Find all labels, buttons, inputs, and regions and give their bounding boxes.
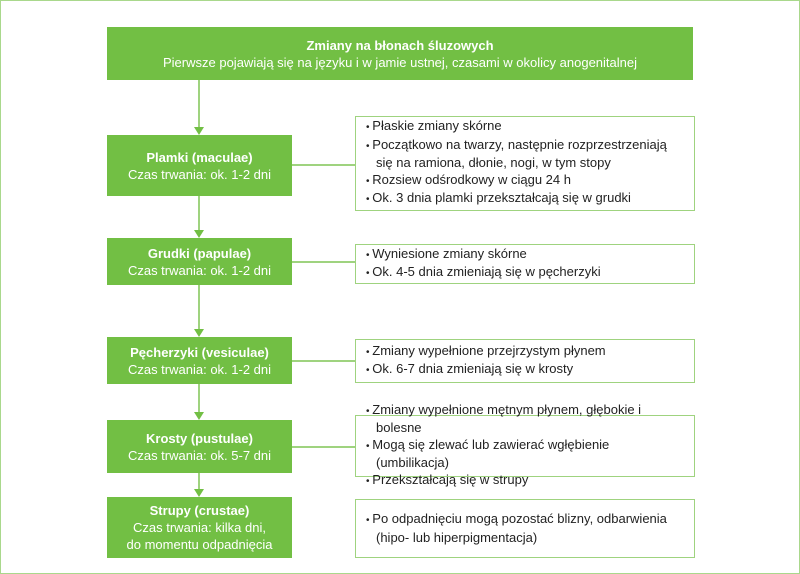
connector-line	[198, 384, 200, 412]
stage-title: Krosty (pustulae)	[146, 430, 253, 446]
arrow-down-icon	[194, 489, 204, 497]
connector-line	[198, 196, 200, 230]
connector-line	[292, 261, 355, 263]
mucosa-box: Zmiany na błonach śluzowych Pierwsze poj…	[107, 27, 693, 80]
connector-line	[292, 360, 355, 362]
mucosa-title: Zmiany na błonach śluzowych	[306, 37, 494, 53]
stage-box-plamki: Plamki (maculae) Czas trwania: ok. 1-2 d…	[107, 135, 292, 196]
detail-item: Zmiany wypełnione mętnym płynem, głęboki…	[366, 402, 684, 437]
detail-item: Ok. 6-7 dnia zmieniają się w krosty	[366, 361, 684, 380]
connector-line	[198, 80, 200, 128]
detail-item: Rozsiew odśrodkowy w ciągu 24 h	[366, 172, 684, 191]
stage-duration: do momentu odpadnięcia	[126, 537, 273, 552]
detail-item: Przekształcają się w strupy	[366, 472, 684, 491]
connector-line	[198, 285, 200, 329]
stage-duration: Czas trwania: ok. 1-2 dni	[127, 361, 272, 377]
detail-item: Po odpadnięciu mogą pozostać blizny, odb…	[366, 511, 684, 546]
stage-box-strupy: Strupy (crustae) Czas trwania: kilka dni…	[107, 497, 292, 558]
stage-title: Grudki (papulae)	[147, 245, 252, 261]
stage-details-pecherzyki: Zmiany wypełnione przejrzystym płynem Ok…	[355, 339, 695, 383]
detail-item: Wyniesione zmiany skórne	[366, 246, 684, 265]
stage-duration: Czas trwania: kilka dni,	[133, 520, 266, 535]
connector-line	[292, 164, 355, 166]
stage-title: Plamki (maculae)	[146, 149, 253, 165]
stage-duration: Czas trwania: ok. 5-7 dni	[127, 447, 272, 463]
stage-box-pecherzyki: Pęcherzyki (vesiculae) Czas trwania: ok.…	[107, 337, 292, 384]
arrow-down-icon	[194, 412, 204, 420]
stage-details-grudki: Wyniesione zmiany skórne Ok. 4-5 dnia zm…	[355, 244, 695, 284]
connector-line	[292, 446, 355, 448]
stage-details-strupy: Po odpadnięciu mogą pozostać blizny, odb…	[355, 499, 695, 558]
detail-item: Ok. 4-5 dnia zmieniają się w pęcherzyki	[366, 264, 684, 283]
arrow-down-icon	[194, 329, 204, 337]
stage-title: Pęcherzyki (vesiculae)	[130, 344, 269, 360]
stage-box-grudki: Grudki (papulae) Czas trwania: ok. 1-2 d…	[107, 238, 292, 285]
stage-duration: Czas trwania: ok. 1-2 dni	[127, 262, 272, 278]
stage-title: Strupy (crustae)	[149, 503, 250, 518]
stage-duration: Czas trwania: ok. 1-2 dni	[127, 166, 272, 182]
connector-line	[198, 473, 200, 489]
detail-item: Płaskie zmiany skórne	[366, 118, 684, 137]
arrow-down-icon	[194, 230, 204, 238]
mucosa-subtitle: Pierwsze pojawiają się na języku i w jam…	[163, 54, 637, 70]
stage-details-krosty: Zmiany wypełnione mętnym płynem, głęboki…	[355, 402, 695, 487]
stage-box-krosty: Krosty (pustulae) Czas trwania: ok. 5-7 …	[107, 420, 292, 473]
stage-details-plamki: Płaskie zmiany skórne Początkowo na twar…	[355, 116, 695, 211]
arrow-down-icon	[194, 127, 204, 135]
detail-item: Początkowo na twarzy, następnie rozprzes…	[366, 137, 684, 172]
detail-item: Ok. 3 dnia plamki przekształcają się w g…	[366, 190, 684, 209]
detail-item: Zmiany wypełnione przejrzystym płynem	[366, 343, 684, 362]
detail-item: Mogą się zlewać lub zawierać wgłębienie …	[366, 437, 684, 472]
